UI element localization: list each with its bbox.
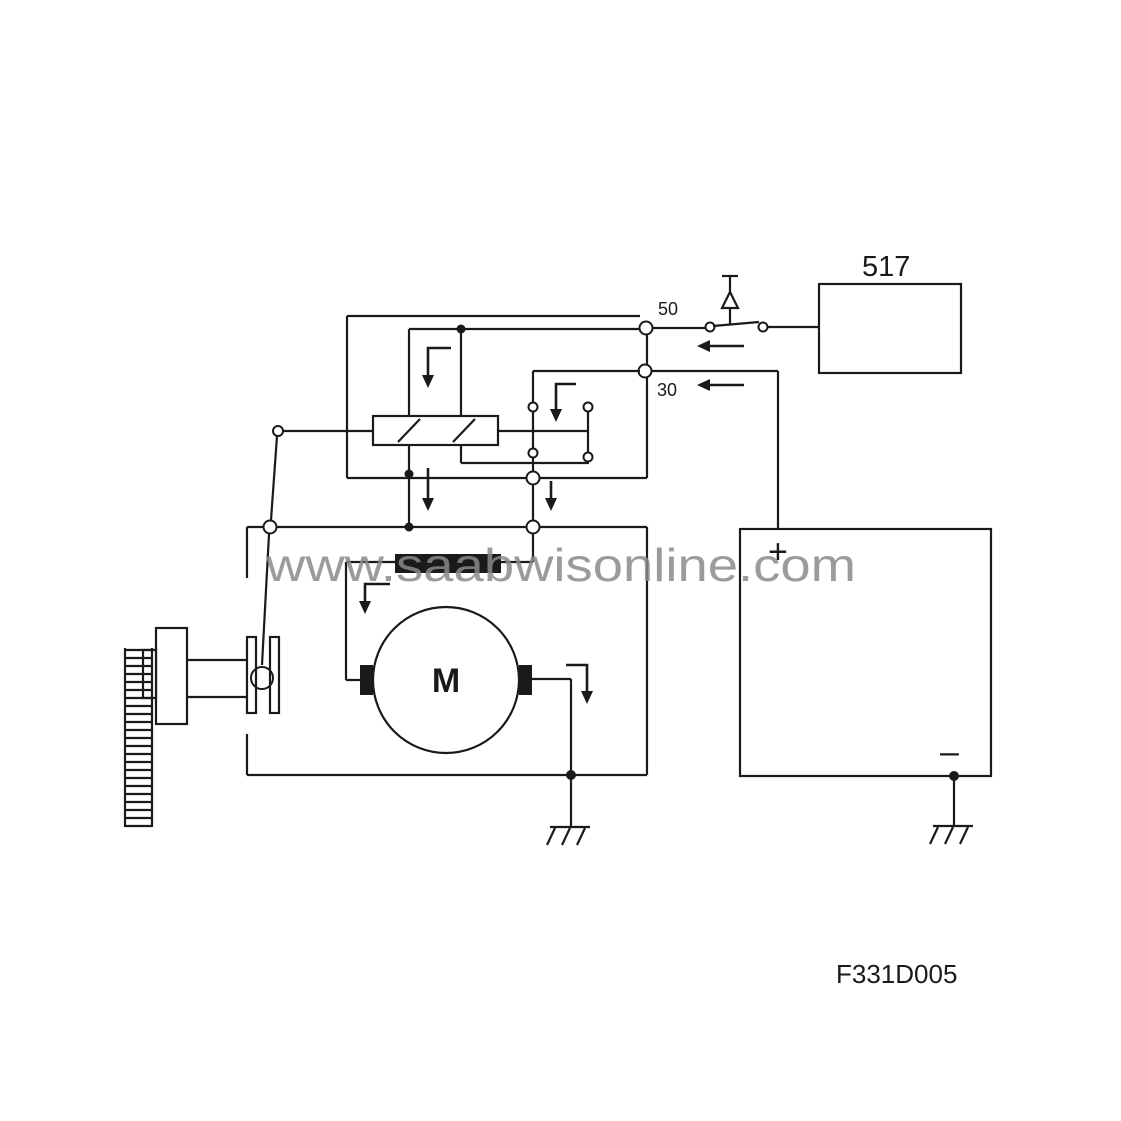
watermark: www.saabwisonline.com xyxy=(265,539,856,591)
figure-id: F331D005 xyxy=(836,959,957,989)
solenoid-coil-wiring xyxy=(404,324,640,532)
terminal-50: 50 xyxy=(638,299,678,336)
main-contacts xyxy=(525,369,640,535)
motor-label: M xyxy=(432,662,460,700)
ring-gear xyxy=(123,648,154,828)
solenoid-coil xyxy=(280,414,589,447)
motor-ground-symbol xyxy=(546,825,590,846)
battery-plus-label: + xyxy=(768,533,788,571)
terminal-30-label: 30 xyxy=(657,380,677,400)
module-517: 517 xyxy=(817,251,963,375)
module-label: 517 xyxy=(862,251,910,283)
battery-ground-symbol xyxy=(929,824,973,845)
battery-feed-wire xyxy=(650,369,780,529)
battery: + – xyxy=(738,527,993,825)
solenoid-housing xyxy=(345,314,649,480)
start-switch xyxy=(647,274,819,333)
motor-housing xyxy=(245,525,649,777)
terminal-50-label: 50 xyxy=(658,299,678,319)
current-flow-arrows xyxy=(359,340,744,704)
terminal-30: 30 xyxy=(637,363,677,400)
field-winding xyxy=(344,533,535,682)
motor: M xyxy=(360,605,576,827)
battery-minus-label: – xyxy=(940,733,959,771)
